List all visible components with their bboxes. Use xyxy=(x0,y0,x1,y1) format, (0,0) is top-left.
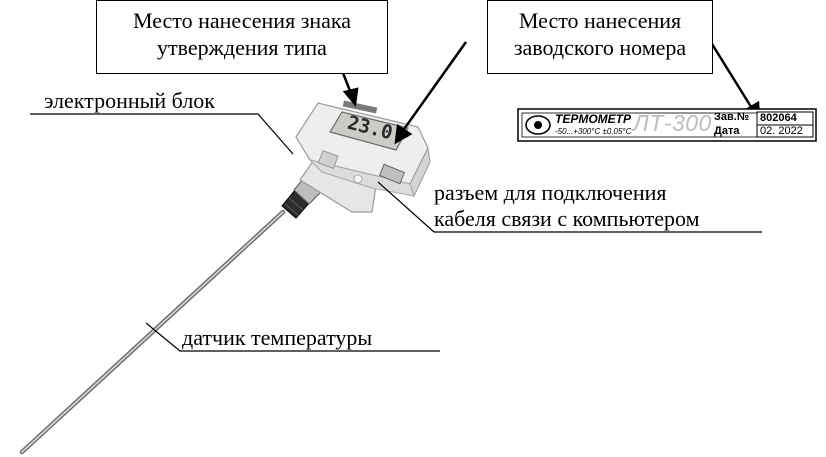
nameplate-range: -50...+300°C ±0.05°C xyxy=(555,127,632,136)
label-temperature-sensor: датчик температуры xyxy=(182,325,373,350)
nameplate-name: ТЕРМОМЕТР xyxy=(555,112,632,126)
callout-serial-number-line1: Место нанесения xyxy=(518,8,682,33)
probe-connector xyxy=(281,177,322,219)
label-connector-line2: кабеля связи с компьютером xyxy=(434,206,700,231)
nameplate-serial-label: Зав.№ xyxy=(714,111,750,123)
nameplate-date-value: 02. 2022 xyxy=(760,125,803,137)
nameplate-serial-value: 802064 xyxy=(760,112,797,124)
callout-serial-number-line2: заводского номера xyxy=(513,35,687,60)
callout-lines xyxy=(30,113,762,352)
callout-serial-number: Место нанесения заводского номера xyxy=(487,0,713,74)
nameplate-date-label: Дата xyxy=(714,125,740,137)
callout-type-approval-line1: Место нанесения знака xyxy=(132,8,352,33)
label-connector-line1: разъем для подключения xyxy=(434,180,667,205)
nameplate xyxy=(517,108,817,142)
nameplate-model: ЛТ-300 xyxy=(633,110,712,136)
callout-type-approval: Место нанесения знака утверждения типа xyxy=(96,0,388,74)
label-electronic-unit: электронный блок xyxy=(44,88,215,113)
temperature-probe xyxy=(19,209,286,455)
electronic-unit xyxy=(295,100,431,213)
callout-type-approval-line2: утверждения типа xyxy=(157,35,327,60)
